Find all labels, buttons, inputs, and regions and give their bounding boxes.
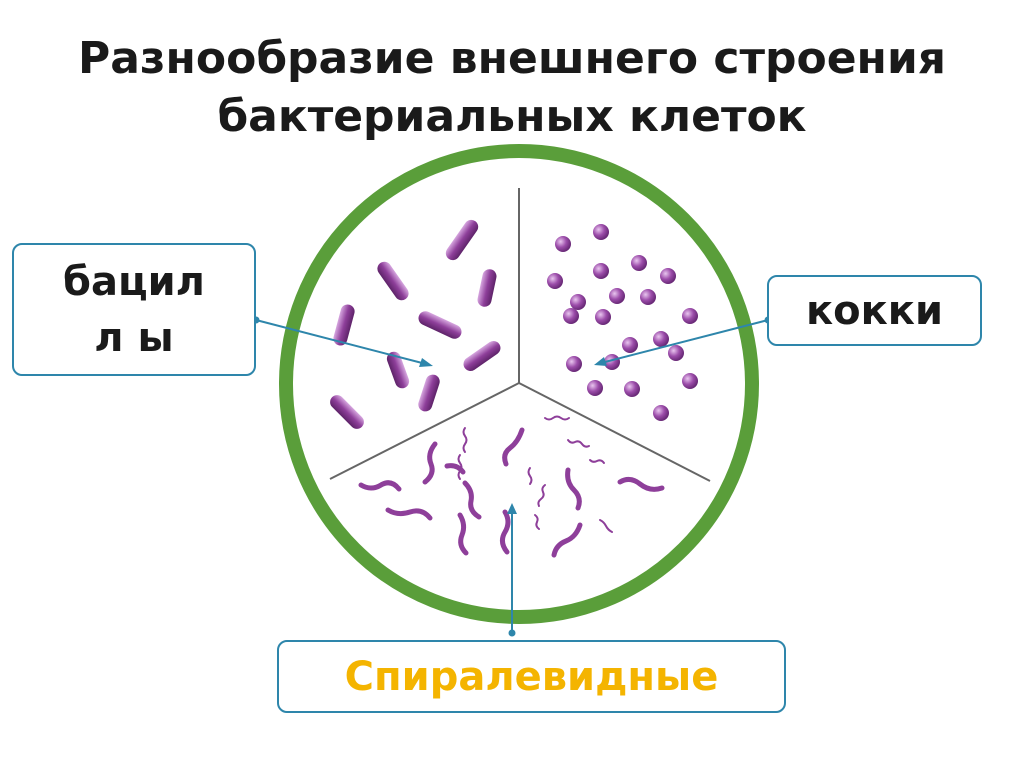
pointer-arrows xyxy=(252,316,772,637)
coccus xyxy=(555,236,571,252)
cocci-label: кокки xyxy=(806,287,943,334)
coccus xyxy=(631,255,647,271)
spiral-label: Спиралевидные xyxy=(344,653,719,700)
bacilli-callout: бацилл ы xyxy=(12,243,256,376)
coccus xyxy=(604,354,620,370)
cocci-callout: кокки xyxy=(767,275,982,346)
spirillum xyxy=(544,415,570,421)
coccus xyxy=(653,405,669,421)
spirillum xyxy=(422,441,438,485)
coccus xyxy=(593,224,609,240)
spirillum xyxy=(537,484,546,507)
bacillus xyxy=(477,269,497,307)
spirillum xyxy=(462,480,482,520)
spirillum xyxy=(462,427,468,453)
arrow-bacilli-line xyxy=(255,319,427,365)
coccus xyxy=(609,288,625,304)
spirillum xyxy=(385,507,433,521)
coccus xyxy=(593,263,609,279)
spirillum xyxy=(499,509,511,555)
coccus xyxy=(660,268,676,284)
title-line-2: бактериальных клеток xyxy=(217,91,807,142)
arrow-bacilli-head xyxy=(419,358,433,367)
arrow-spiral-head xyxy=(507,503,517,514)
spiral-group xyxy=(358,415,665,558)
spirillum xyxy=(599,519,613,533)
bacillus xyxy=(418,311,462,339)
bacilli-group xyxy=(330,219,501,429)
title-line-1: Разнообразие внешнего строения xyxy=(77,33,947,84)
arrow-cocci-line xyxy=(600,319,769,364)
arrow-spiral-dot xyxy=(508,629,516,637)
coccus xyxy=(682,373,698,389)
coccus xyxy=(622,337,638,353)
divider-right xyxy=(518,382,711,482)
spirillum xyxy=(589,459,605,464)
divider-left xyxy=(329,382,520,480)
spirillum xyxy=(617,476,665,492)
coccus xyxy=(563,308,579,324)
spirillum xyxy=(457,512,469,556)
arrow-cocci-head xyxy=(594,357,607,366)
spirillum xyxy=(457,454,463,480)
bacillus xyxy=(418,374,440,412)
coccus xyxy=(653,331,669,347)
spirillum xyxy=(502,427,525,467)
cocci-group xyxy=(547,224,698,421)
coccus xyxy=(640,289,656,305)
diagram-title: Разнообразие внешнего строения бактериал… xyxy=(0,30,1024,146)
coccus xyxy=(570,294,586,310)
bacillus xyxy=(330,395,364,429)
bacillus xyxy=(386,351,410,389)
coccus xyxy=(587,380,603,396)
spirillum xyxy=(565,467,582,511)
spirillum xyxy=(534,514,540,530)
coccus xyxy=(547,273,563,289)
spirillum xyxy=(567,439,590,448)
spiral-callout: Спиралевидные xyxy=(277,640,786,713)
bacillus xyxy=(377,261,409,301)
bacillus xyxy=(463,340,501,372)
spirillum xyxy=(527,467,533,485)
spirillum xyxy=(358,480,402,492)
coccus xyxy=(595,309,611,325)
coccus xyxy=(624,381,640,397)
coccus xyxy=(682,308,698,324)
spirillum xyxy=(444,463,466,475)
spirillum xyxy=(551,522,583,558)
coccus xyxy=(566,356,582,372)
bacilli-label: бацилл ы xyxy=(63,258,205,361)
bacillus xyxy=(445,219,479,261)
bacillus xyxy=(333,304,355,346)
coccus xyxy=(668,345,684,361)
